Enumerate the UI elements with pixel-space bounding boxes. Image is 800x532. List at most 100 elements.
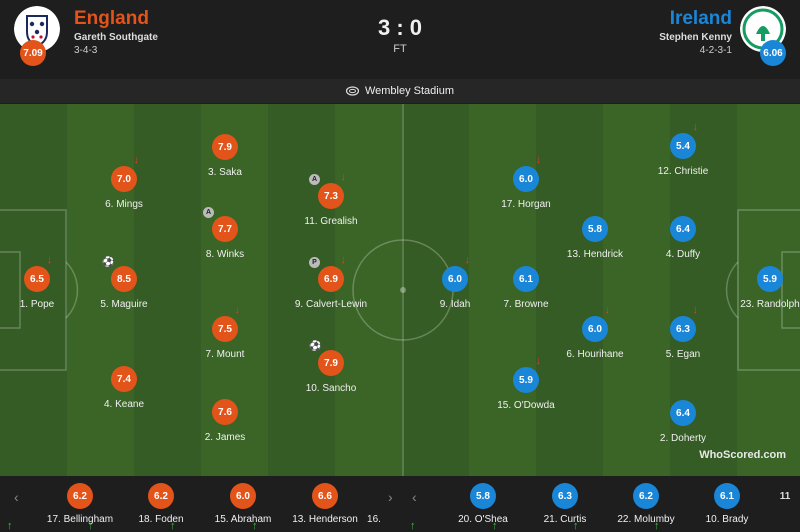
player-rating: 6.5↓ <box>24 254 52 292</box>
home-team-name[interactable]: England <box>74 8 149 29</box>
player-rating: 6.4 <box>670 400 696 426</box>
pitch-markings <box>0 104 800 476</box>
subbed-off-arrow-icon: ↓ <box>535 154 542 166</box>
match-status: FT <box>393 43 407 55</box>
away-substitute[interactable]: 6.3 21. Curtis↑ <box>492 483 620 532</box>
home-formation: 3-4-3 <box>74 45 98 56</box>
subs-prev-icon[interactable]: ‹ <box>14 489 19 505</box>
player-name: 12. Christie <box>657 166 709 177</box>
substitute-rating: 6.2 <box>67 483 93 509</box>
substitute-rating: 11 <box>779 490 791 502</box>
substitute-name: 10. Brady <box>705 514 749 525</box>
away-team-name[interactable]: Ireland <box>669 8 732 29</box>
player-name: 10. Sancho <box>305 383 357 394</box>
away-player[interactable]: 6.3↓ 5. Egan <box>623 304 743 360</box>
subbed-on-arrow-icon: ↑ <box>410 520 416 532</box>
away-player[interactable]: 5.9 23. Randolph <box>710 266 800 310</box>
player-name: 3. Saka <box>208 167 242 178</box>
player-name: 2. James <box>204 432 246 443</box>
away-player[interactable]: 6.0↓ 6. Hourihane <box>535 304 655 360</box>
home-substitute[interactable]: 16. <box>319 483 429 525</box>
substitute-name: 21. Curtis <box>543 514 587 525</box>
goal-ball-icon: ⚽ <box>309 341 322 352</box>
assist-icon: A <box>203 207 214 218</box>
home-player[interactable]: 7.5↓7. Mount <box>165 304 285 360</box>
substitute-name: 16. <box>367 514 381 525</box>
player-rating: 7.4 <box>111 366 137 392</box>
away-subs-prev-icon[interactable]: ‹ <box>412 489 417 505</box>
home-player[interactable]: 7.3↓A 11. Grealish <box>271 171 391 227</box>
player-name: 13. Hendrick <box>566 249 624 260</box>
player-name: 23. Randolph <box>740 299 800 310</box>
substitute-rating: 5.8 <box>470 483 496 509</box>
player-name: 8. Winks <box>205 249 245 260</box>
player-name: 6. Hourihane <box>566 349 624 360</box>
substitute-name: 15. Abraham <box>214 514 272 525</box>
away-player[interactable]: 6.0↓17. Horgan <box>466 154 586 210</box>
subbed-on-arrow-icon: ↑ <box>7 520 13 532</box>
player-rating: 6.3↓ <box>670 304 698 342</box>
subbed-on-arrow-icon: ↑ <box>573 520 579 532</box>
player-name: 17. Horgan <box>501 199 551 210</box>
player-rating: 6.0↓ <box>582 304 610 342</box>
away-player[interactable]: 5.4↓ 12. Christie <box>623 121 743 177</box>
away-player[interactable]: 5.9↓15. O'Dowda <box>466 355 586 411</box>
home-player[interactable]: 6.5↓1. Pope <box>0 254 97 310</box>
player-name: 5. Egan <box>665 349 701 360</box>
home-player[interactable]: 8.5⚽5. Maguire <box>64 257 184 310</box>
subbed-off-arrow-icon: ↓ <box>234 304 241 316</box>
player-name: 9. Idah <box>439 299 471 310</box>
substitute-name: 17. Bellingham <box>46 514 114 525</box>
goal-ball-icon: ⚽ <box>102 257 115 268</box>
home-player[interactable]: 7.9⚽ 10. Sancho <box>271 341 391 394</box>
home-player[interactable]: 7.9 3. Saka <box>165 134 285 178</box>
subbed-off-arrow-icon: ↓ <box>133 154 140 166</box>
away-substitute[interactable]: 11 <box>730 483 800 514</box>
player-rating: 5.9 <box>757 266 783 292</box>
substitute-rating: 6.0 <box>230 483 256 509</box>
away-player[interactable]: 6.0↓9. Idah <box>395 254 515 310</box>
player-rating: 7.3↓A <box>309 171 346 209</box>
player-rating: 5.8 <box>582 216 608 242</box>
substitute-rating: 6.2 <box>148 483 174 509</box>
away-team-rating: 6.06 <box>760 40 786 66</box>
substitute-rating: 6.3 <box>552 483 578 509</box>
player-name: 11. Grealish <box>304 216 358 227</box>
player-rating: 5.4↓ <box>670 121 698 159</box>
subs-next-icon[interactable]: › <box>388 489 393 505</box>
away-manager: Stephen Kenny <box>659 32 732 43</box>
home-player[interactable]: 7.0↓6. Mings <box>64 154 184 210</box>
substitute-rating: 6.1 <box>714 483 740 509</box>
away-player[interactable]: 5.8 13. Hendrick <box>535 216 655 260</box>
subbed-off-arrow-icon: ↓ <box>46 254 53 266</box>
player-rating: 5.9↓ <box>513 355 541 393</box>
away-formation: 4-2-3-1 <box>699 45 732 56</box>
player-rating: 7.9⚽ <box>309 341 344 376</box>
stadium-icon <box>345 86 359 96</box>
player-rating: 7.0↓ <box>111 154 139 192</box>
subbed-off-arrow-icon: ↓ <box>692 121 699 133</box>
subbed-off-arrow-icon: ↓ <box>604 304 611 316</box>
whoscored-watermark: WhoScored.com <box>699 449 786 461</box>
subbed-on-arrow-icon: ↑ <box>88 520 94 532</box>
england-crest-icon[interactable] <box>14 6 60 52</box>
player-rating: 7.9 <box>212 134 238 160</box>
substitute-name: 22. Molumby <box>617 514 675 525</box>
substitute-name: 13. Henderson <box>292 514 358 525</box>
